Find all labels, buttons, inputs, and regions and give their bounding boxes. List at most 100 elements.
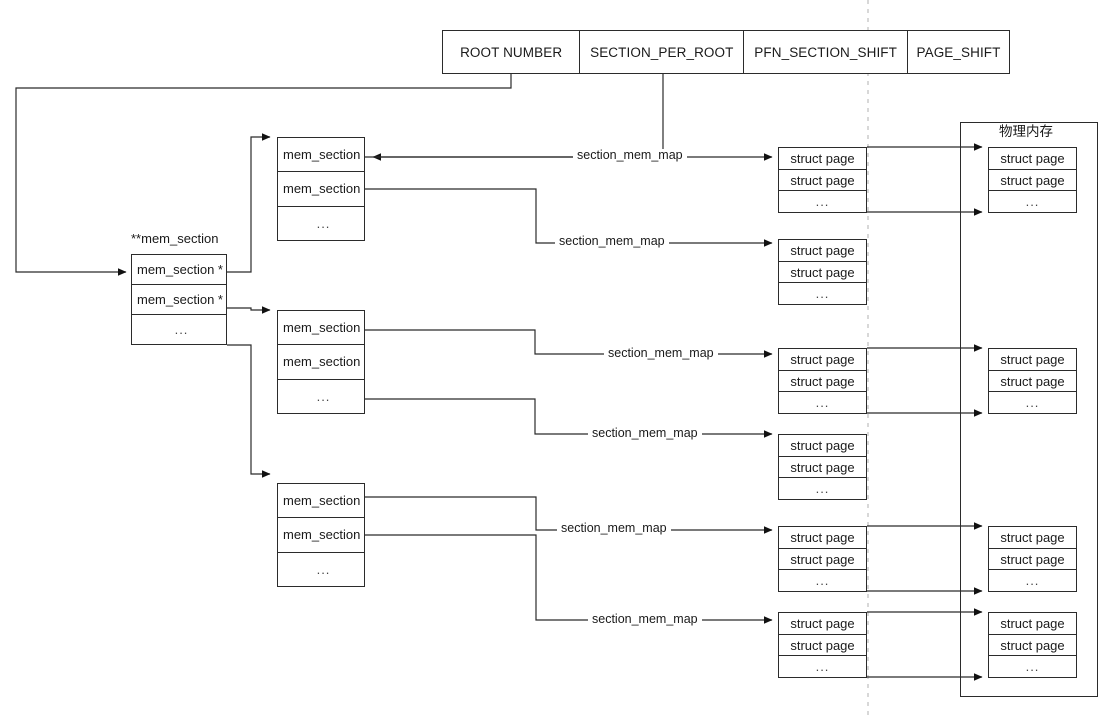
struct-page-row: struct page xyxy=(779,349,866,371)
mem-section-row-ellipsis: ... xyxy=(278,380,364,413)
mem-section-row: mem_section xyxy=(278,484,364,519)
header-field-section-per-root: SECTION_PER_ROOT xyxy=(580,31,745,73)
struct-page-label: struct page xyxy=(790,373,855,389)
root-array-cell-label: mem_section * xyxy=(137,292,223,307)
struct-page-row: struct page xyxy=(779,527,866,549)
mem-section-row: mem_section xyxy=(278,311,364,346)
root-array-cell-label: mem_section * xyxy=(137,262,223,277)
mem-map-block-3: struct page struct page ... xyxy=(778,348,867,414)
physical-memory-block-1: struct page struct page ... xyxy=(988,147,1077,213)
struct-page-label: struct page xyxy=(790,529,855,545)
header-field-pfn-section-shift: PFN_SECTION_SHIFT xyxy=(744,31,908,73)
physical-memory-block-3: struct page struct page ... xyxy=(988,526,1077,592)
struct-page-row: struct page xyxy=(779,457,866,479)
root-array-row: mem_section * xyxy=(132,285,226,315)
struct-page-label: ... xyxy=(815,194,830,210)
struct-page-label: struct page xyxy=(1000,351,1065,367)
struct-page-row: struct page xyxy=(779,170,866,192)
struct-page-row-ellipsis: ... xyxy=(989,392,1076,413)
mem-section-row: mem_section xyxy=(278,138,364,173)
struct-page-row-ellipsis: ... xyxy=(779,283,866,304)
struct-page-label: struct page xyxy=(1000,615,1065,631)
mem-section-cell-label: ... xyxy=(316,215,331,231)
wire-label-section-mem-map-6: section_mem_map xyxy=(588,613,702,626)
struct-page-row: struct page xyxy=(989,148,1076,170)
struct-page-label: struct page xyxy=(790,242,855,258)
physical-memory-title: 物理内存 xyxy=(999,124,1053,139)
struct-page-label: struct page xyxy=(1000,172,1065,188)
struct-page-label: ... xyxy=(815,481,830,497)
mem-section-block-1: mem_section mem_section ... xyxy=(277,137,365,241)
mem-map-block-4: struct page struct page ... xyxy=(778,434,867,500)
struct-page-label: ... xyxy=(1025,659,1040,675)
struct-page-row-ellipsis: ... xyxy=(989,191,1076,212)
struct-page-row: struct page xyxy=(989,635,1076,657)
struct-page-row: struct page xyxy=(779,635,866,657)
struct-page-label: ... xyxy=(1025,573,1040,589)
mem-section-cell-label: ... xyxy=(316,561,331,577)
root-array-cell-label: ... xyxy=(174,322,189,337)
struct-page-label: struct page xyxy=(790,172,855,188)
mem-map-block-2: struct page struct page ... xyxy=(778,239,867,305)
struct-page-row-ellipsis: ... xyxy=(989,570,1076,591)
header-field-label: SECTION_PER_ROOT xyxy=(590,44,734,60)
struct-page-label: struct page xyxy=(1000,150,1065,166)
struct-page-label: struct page xyxy=(790,437,855,453)
struct-page-label: ... xyxy=(815,286,830,302)
header-field-root-number: ROOT NUMBER xyxy=(443,31,581,73)
mem-section-cell-label: mem_section xyxy=(283,320,361,336)
wire-label-section-mem-map-1: section_mem_map xyxy=(573,149,687,162)
mem-section-row: mem_section xyxy=(278,172,364,207)
mem-section-cell-label: ... xyxy=(316,388,331,404)
struct-page-label: struct page xyxy=(790,264,855,280)
struct-page-label: struct page xyxy=(790,551,855,567)
struct-page-label: ... xyxy=(815,395,830,411)
struct-page-label: struct page xyxy=(1000,551,1065,567)
struct-page-row-ellipsis: ... xyxy=(989,656,1076,677)
wire-label-section-mem-map-4: section_mem_map xyxy=(588,427,702,440)
header-field-label: PFN_SECTION_SHIFT xyxy=(754,44,897,60)
mem-map-block-5: struct page struct page ... xyxy=(778,526,867,592)
mem-section-cell-label: mem_section xyxy=(283,181,361,197)
mem-section-block-2: mem_section mem_section ... xyxy=(277,310,365,414)
wire-label-section-mem-map-5: section_mem_map xyxy=(557,522,671,535)
struct-page-row-ellipsis: ... xyxy=(779,478,866,499)
struct-page-label: struct page xyxy=(1000,637,1065,653)
bit-field-header: ROOT NUMBER SECTION_PER_ROOT PFN_SECTION… xyxy=(442,30,1010,74)
physical-memory-block-4: struct page struct page ... xyxy=(988,612,1077,678)
mem-section-row: mem_section xyxy=(278,518,364,553)
struct-page-label: struct page xyxy=(1000,373,1065,389)
mem-section-row: mem_section xyxy=(278,345,364,380)
struct-page-row-ellipsis: ... xyxy=(779,191,866,212)
mem-section-row-ellipsis: ... xyxy=(278,207,364,240)
struct-page-row: struct page xyxy=(779,613,866,635)
struct-page-label: ... xyxy=(815,573,830,589)
struct-page-row: struct page xyxy=(779,549,866,571)
struct-page-label: ... xyxy=(815,659,830,675)
struct-page-row: struct page xyxy=(989,371,1076,393)
mem-section-block-3: mem_section mem_section ... xyxy=(277,483,365,587)
struct-page-row: struct page xyxy=(989,549,1076,571)
struct-page-row-ellipsis: ... xyxy=(779,570,866,591)
wire-label-section-mem-map-2: section_mem_map xyxy=(555,235,669,248)
root-array-row: mem_section * xyxy=(132,255,226,285)
struct-page-row: struct page xyxy=(779,240,866,262)
struct-page-label: ... xyxy=(1025,395,1040,411)
struct-page-label: struct page xyxy=(790,637,855,653)
struct-page-row: struct page xyxy=(989,170,1076,192)
header-field-page-shift: PAGE_SHIFT xyxy=(908,31,1009,73)
mem-map-block-6: struct page struct page ... xyxy=(778,612,867,678)
wire-label-section-mem-map-3: section_mem_map xyxy=(604,347,718,360)
header-field-label: ROOT NUMBER xyxy=(460,44,563,60)
struct-page-row: struct page xyxy=(779,262,866,284)
root-array-row-ellipsis: ... xyxy=(132,315,226,344)
mem-section-cell-label: mem_section xyxy=(283,527,361,543)
struct-page-label: struct page xyxy=(790,459,855,475)
root-array-caption: **mem_section xyxy=(131,231,219,246)
physical-memory-frame xyxy=(960,122,1098,697)
struct-page-row: struct page xyxy=(779,148,866,170)
struct-page-label: struct page xyxy=(790,615,855,631)
struct-page-row: struct page xyxy=(779,435,866,457)
